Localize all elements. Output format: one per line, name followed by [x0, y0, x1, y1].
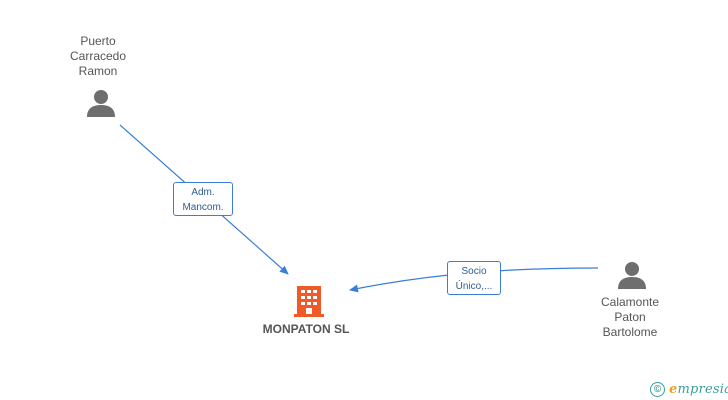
- brand-name: empresia: [669, 381, 728, 397]
- person-icon[interactable]: [617, 260, 647, 290]
- person-icon[interactable]: [86, 88, 116, 118]
- edge-label-role[interactable]: Socio Único,...: [447, 261, 501, 295]
- copyright-icon: ©: [650, 381, 665, 397]
- brand-logo: © empresia: [650, 380, 728, 398]
- person-name-right[interactable]: Calamonte Paton Bartolome: [600, 295, 660, 339]
- building-icon[interactable]: [294, 284, 324, 318]
- company-name[interactable]: MONPATON SL: [262, 322, 350, 336]
- edge-label-role[interactable]: Adm. Mancom.: [173, 182, 233, 216]
- person-name-top[interactable]: Puerto Carracedo Ramon: [69, 34, 127, 78]
